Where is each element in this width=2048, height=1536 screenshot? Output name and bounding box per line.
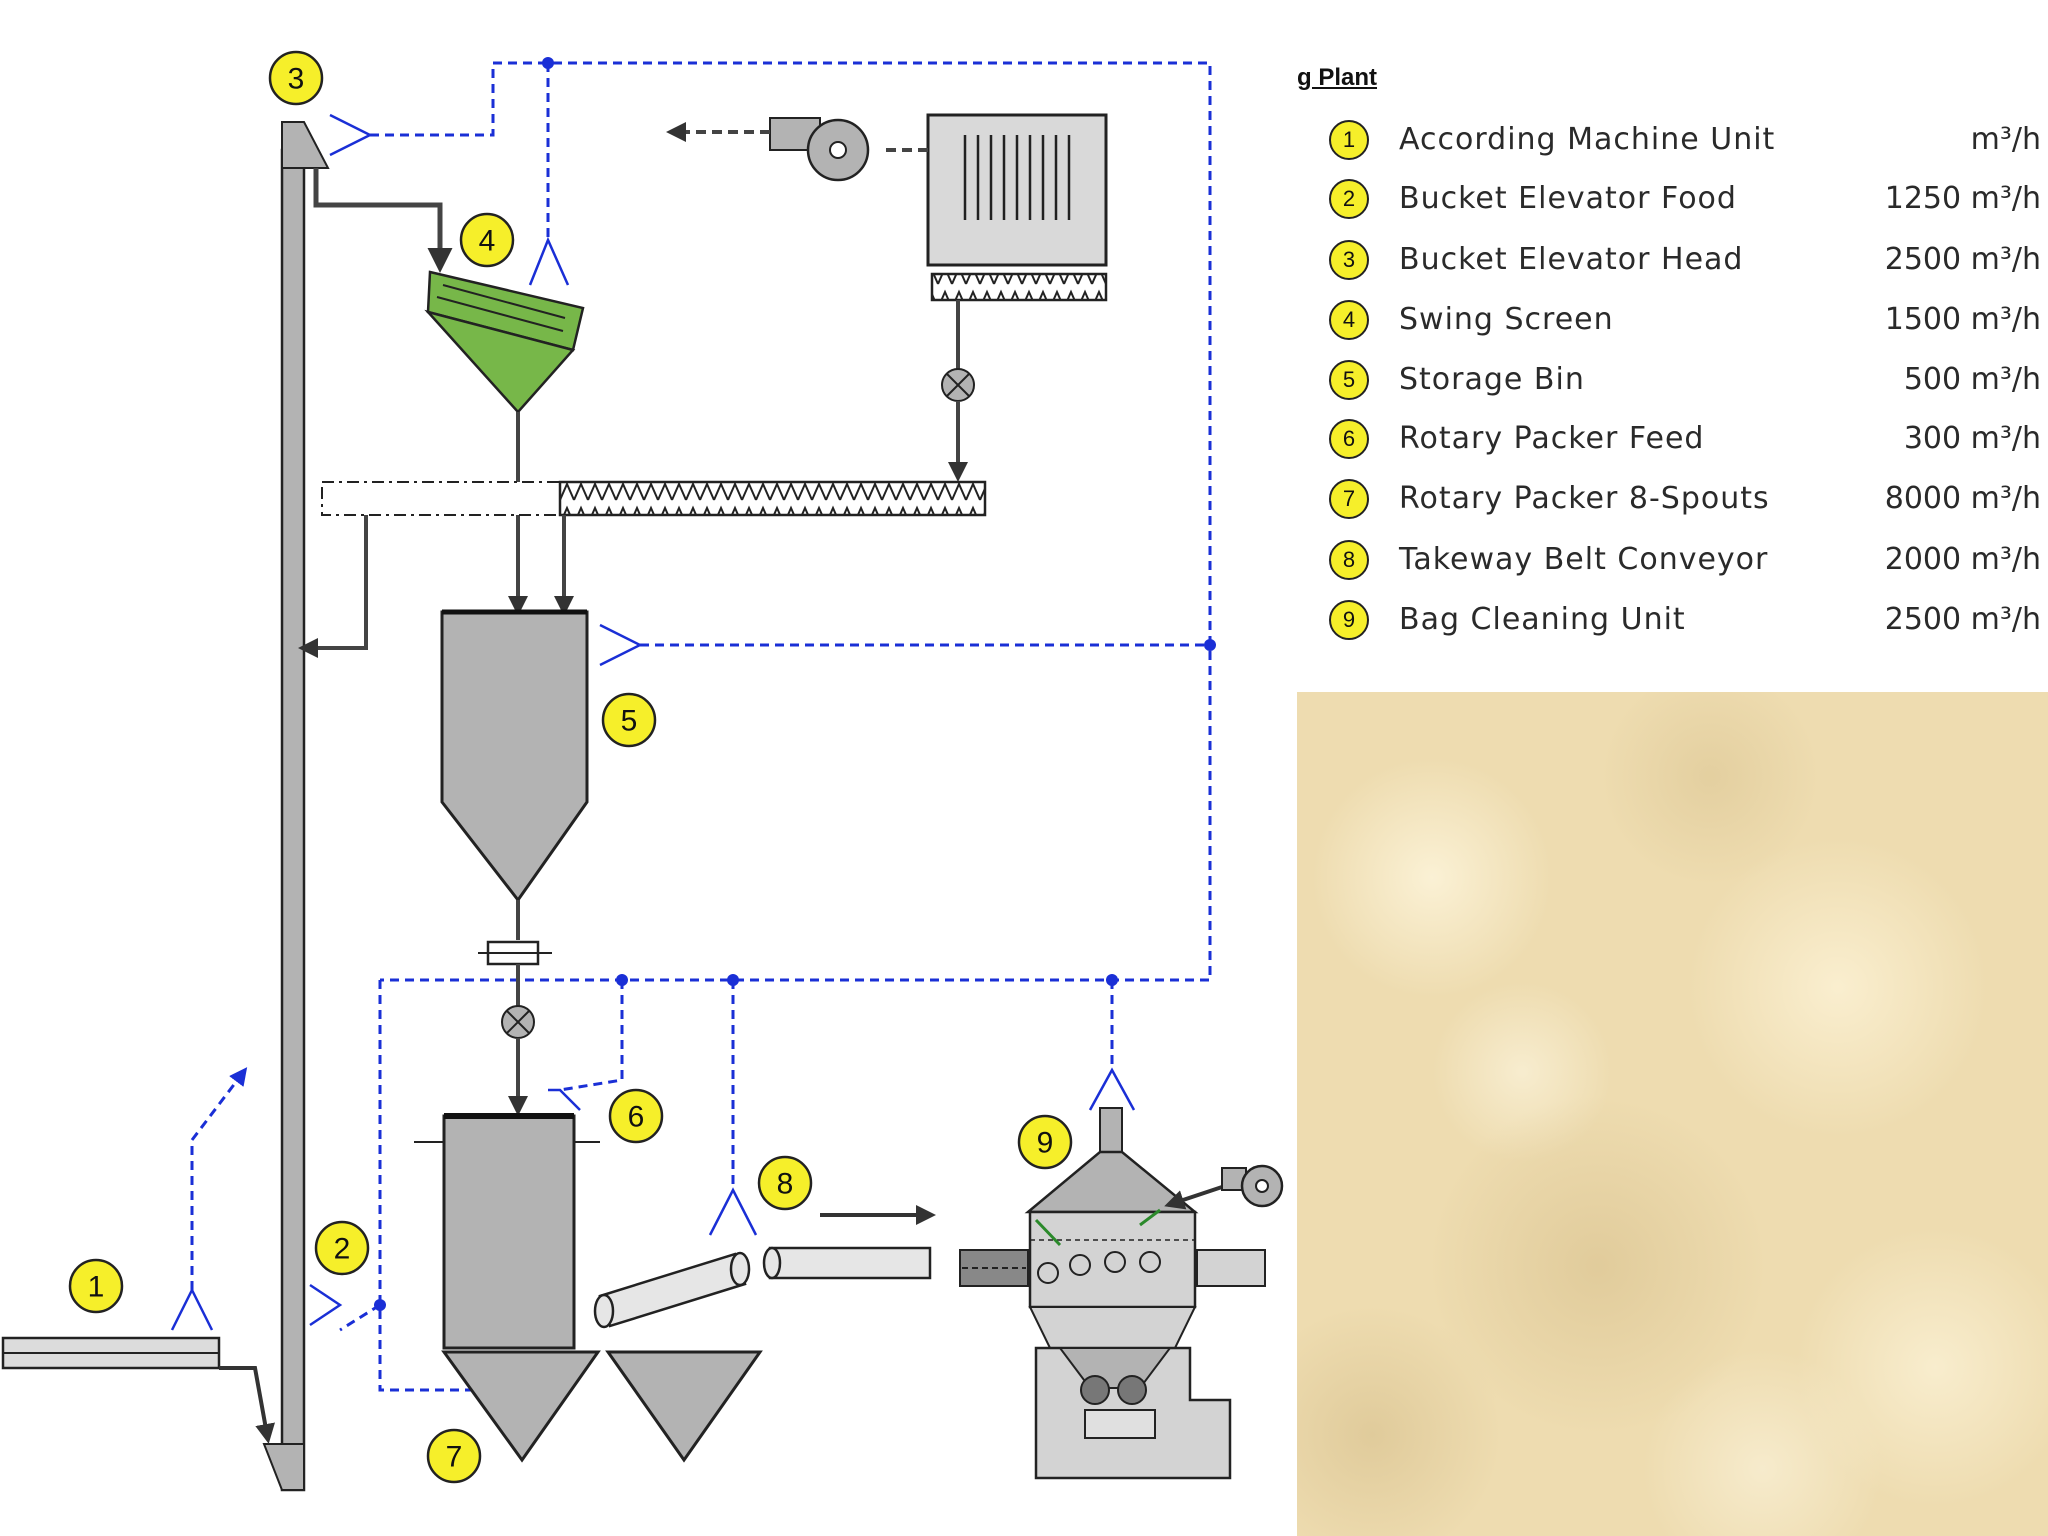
- legend-item-rate: 2500 m³/h: [1884, 242, 2041, 277]
- svg-text:2: 2: [334, 1233, 351, 1266]
- legend-item-name: Storage Bin: [1399, 362, 1585, 397]
- legend-item-name: Bucket Elevator Food: [1399, 181, 1737, 216]
- callout-6: 6: [608, 1088, 664, 1144]
- legend-item-name: Swing Screen: [1399, 302, 1614, 337]
- takeaway-conveyor: [593, 1205, 936, 1329]
- dust-junctions: [374, 57, 1216, 1311]
- legend-item-name: Bag Cleaning Unit: [1399, 602, 1686, 637]
- storage-bin: [440, 609, 589, 1116]
- elevator-discharge: [313, 168, 453, 273]
- legend-panel: g Plant 1 According Machine Unit m³/h 2 …: [1297, 40, 2048, 690]
- svg-text:4: 4: [479, 225, 496, 258]
- legend-item-rate: m³/h: [1970, 122, 2041, 157]
- svg-text:9: 9: [1037, 1127, 1054, 1160]
- callout-2: 2: [314, 1220, 370, 1276]
- legend-item-rate: 1250 m³/h: [1884, 181, 2041, 216]
- legend-item: 6 Rotary Packer Feed 300 m³/h: [1329, 419, 2041, 469]
- process-flow-diagram: 1 2 3 4 5 6 7 8 9: [1, 50, 1284, 1492]
- callout-9: 9: [1017, 1114, 1073, 1170]
- rotary-packer: [414, 1113, 763, 1463]
- legend-number: 2: [1329, 179, 1369, 219]
- legend-number: 9: [1329, 600, 1369, 640]
- callout-4: 4: [459, 212, 515, 268]
- svg-text:1: 1: [88, 1271, 105, 1304]
- legend-item: 9 Bag Cleaning Unit 2500 m³/h: [1329, 600, 2041, 650]
- svg-text:6: 6: [628, 1101, 645, 1134]
- legend-item-rate: 8000 m³/h: [1884, 481, 2041, 516]
- swing-screen: [424, 270, 585, 414]
- callout-1: 1: [68, 1258, 124, 1314]
- callout-7: 7: [426, 1428, 482, 1484]
- legend-item-rate: 500 m³/h: [1903, 362, 2041, 397]
- exhaust-fan: [666, 117, 928, 182]
- legend-item-name: According Machine Unit: [1399, 122, 1776, 157]
- dust-filter: [926, 113, 1108, 482]
- legend-item-name: Rotary Packer 8-Spouts: [1399, 481, 1770, 516]
- legend-number: 4: [1329, 300, 1369, 340]
- bag-cleaning-unit: [959, 1107, 1284, 1480]
- svg-text:5: 5: [621, 705, 638, 738]
- legend-item: 5 Storage Bin 500 m³/h: [1329, 360, 2041, 410]
- sand-texture-panel: [1297, 692, 2048, 1536]
- legend-item: 2 Bucket Elevator Food 1250 m³/h: [1329, 179, 2041, 229]
- legend-item: 1 According Machine Unit m³/h: [1329, 120, 2041, 170]
- legend-item: 4 Swing Screen 1500 m³/h: [1329, 300, 2041, 350]
- bucket-elevator: [262, 121, 330, 1492]
- svg-text:3: 3: [288, 63, 305, 96]
- callout-3: 3: [268, 50, 324, 106]
- legend-item-rate: 2500 m³/h: [1884, 602, 2041, 637]
- callout-8: 8: [757, 1155, 813, 1211]
- legend-title: g Plant: [1297, 64, 1378, 91]
- legend-item-rate: 2000 m³/h: [1884, 542, 2041, 577]
- legend-number: 3: [1329, 240, 1369, 280]
- svg-text:7: 7: [446, 1441, 463, 1474]
- legend-item: 8 Takeway Belt Conveyor 2000 m³/h: [1329, 540, 2041, 590]
- legend-number: 8: [1329, 540, 1369, 580]
- feed-conveyor: [1, 1336, 275, 1444]
- suction-hoods: [170, 113, 1136, 1401]
- legend-item-rate: 300 m³/h: [1903, 421, 2041, 456]
- screw-conveyor: [298, 480, 987, 658]
- legend-item-rate: 1500 m³/h: [1884, 302, 2041, 337]
- legend-number: 5: [1329, 360, 1369, 400]
- legend-item: 3 Bucket Elevator Head 2500 m³/h: [1329, 240, 2041, 290]
- legend-number: 7: [1329, 479, 1369, 519]
- legend-item-name: Takeway Belt Conveyor: [1399, 542, 1769, 577]
- svg-text:8: 8: [777, 1168, 794, 1201]
- dust-collection-lines: [190, 61, 1212, 1392]
- legend-number: 6: [1329, 419, 1369, 459]
- legend-item-name: Rotary Packer Feed: [1399, 421, 1705, 456]
- legend-item: 7 Rotary Packer 8-Spouts 8000 m³/h: [1329, 479, 2041, 529]
- legend-number: 1: [1329, 120, 1369, 160]
- legend-item-name: Bucket Elevator Head: [1399, 242, 1744, 277]
- callout-5: 5: [601, 692, 657, 748]
